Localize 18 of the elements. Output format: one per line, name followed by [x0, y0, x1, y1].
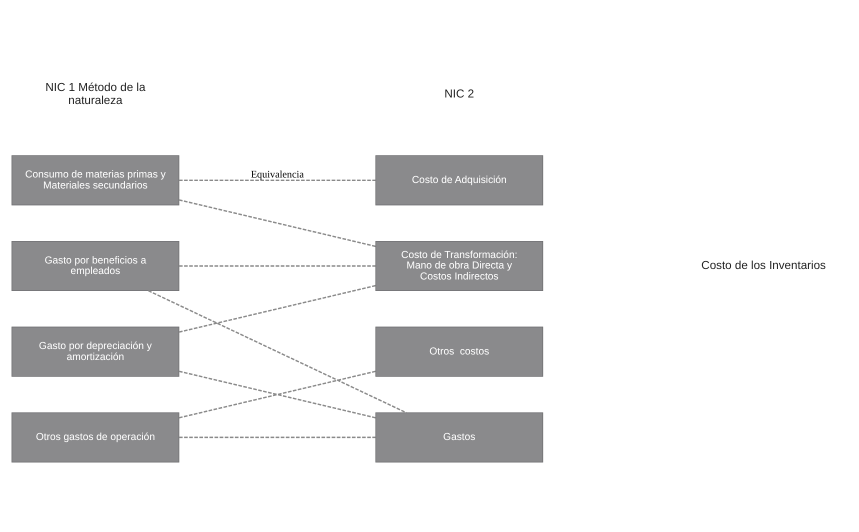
label: Costo de los Inventarios — [701, 258, 826, 272]
connector — [179, 436, 376, 438]
label: NIC 2 — [444, 87, 474, 100]
node-box: Otros costos — [375, 326, 544, 377]
label: NIC 1 Método de la naturaleza — [45, 80, 146, 107]
connector — [178, 284, 376, 333]
node-box: Gasto por depreciación y amortización — [12, 326, 180, 377]
node-box: Costo de Adquisición — [375, 155, 544, 206]
edge-label: Equivalencia — [250, 170, 304, 181]
connector — [179, 265, 376, 267]
node-box: Costo de Transformación: Mano de obra Directa y Costos Indirectos — [375, 240, 544, 292]
node-box: Otros gastos de operación — [12, 412, 180, 462]
node-box: Gastos — [375, 412, 544, 462]
connector — [179, 180, 376, 182]
node-box: Gasto por beneficios a empleados — [12, 240, 180, 292]
connector — [178, 199, 376, 248]
node-box: Consumo de materias primas y Materiales secundarios — [12, 155, 180, 206]
connector — [148, 290, 407, 414]
